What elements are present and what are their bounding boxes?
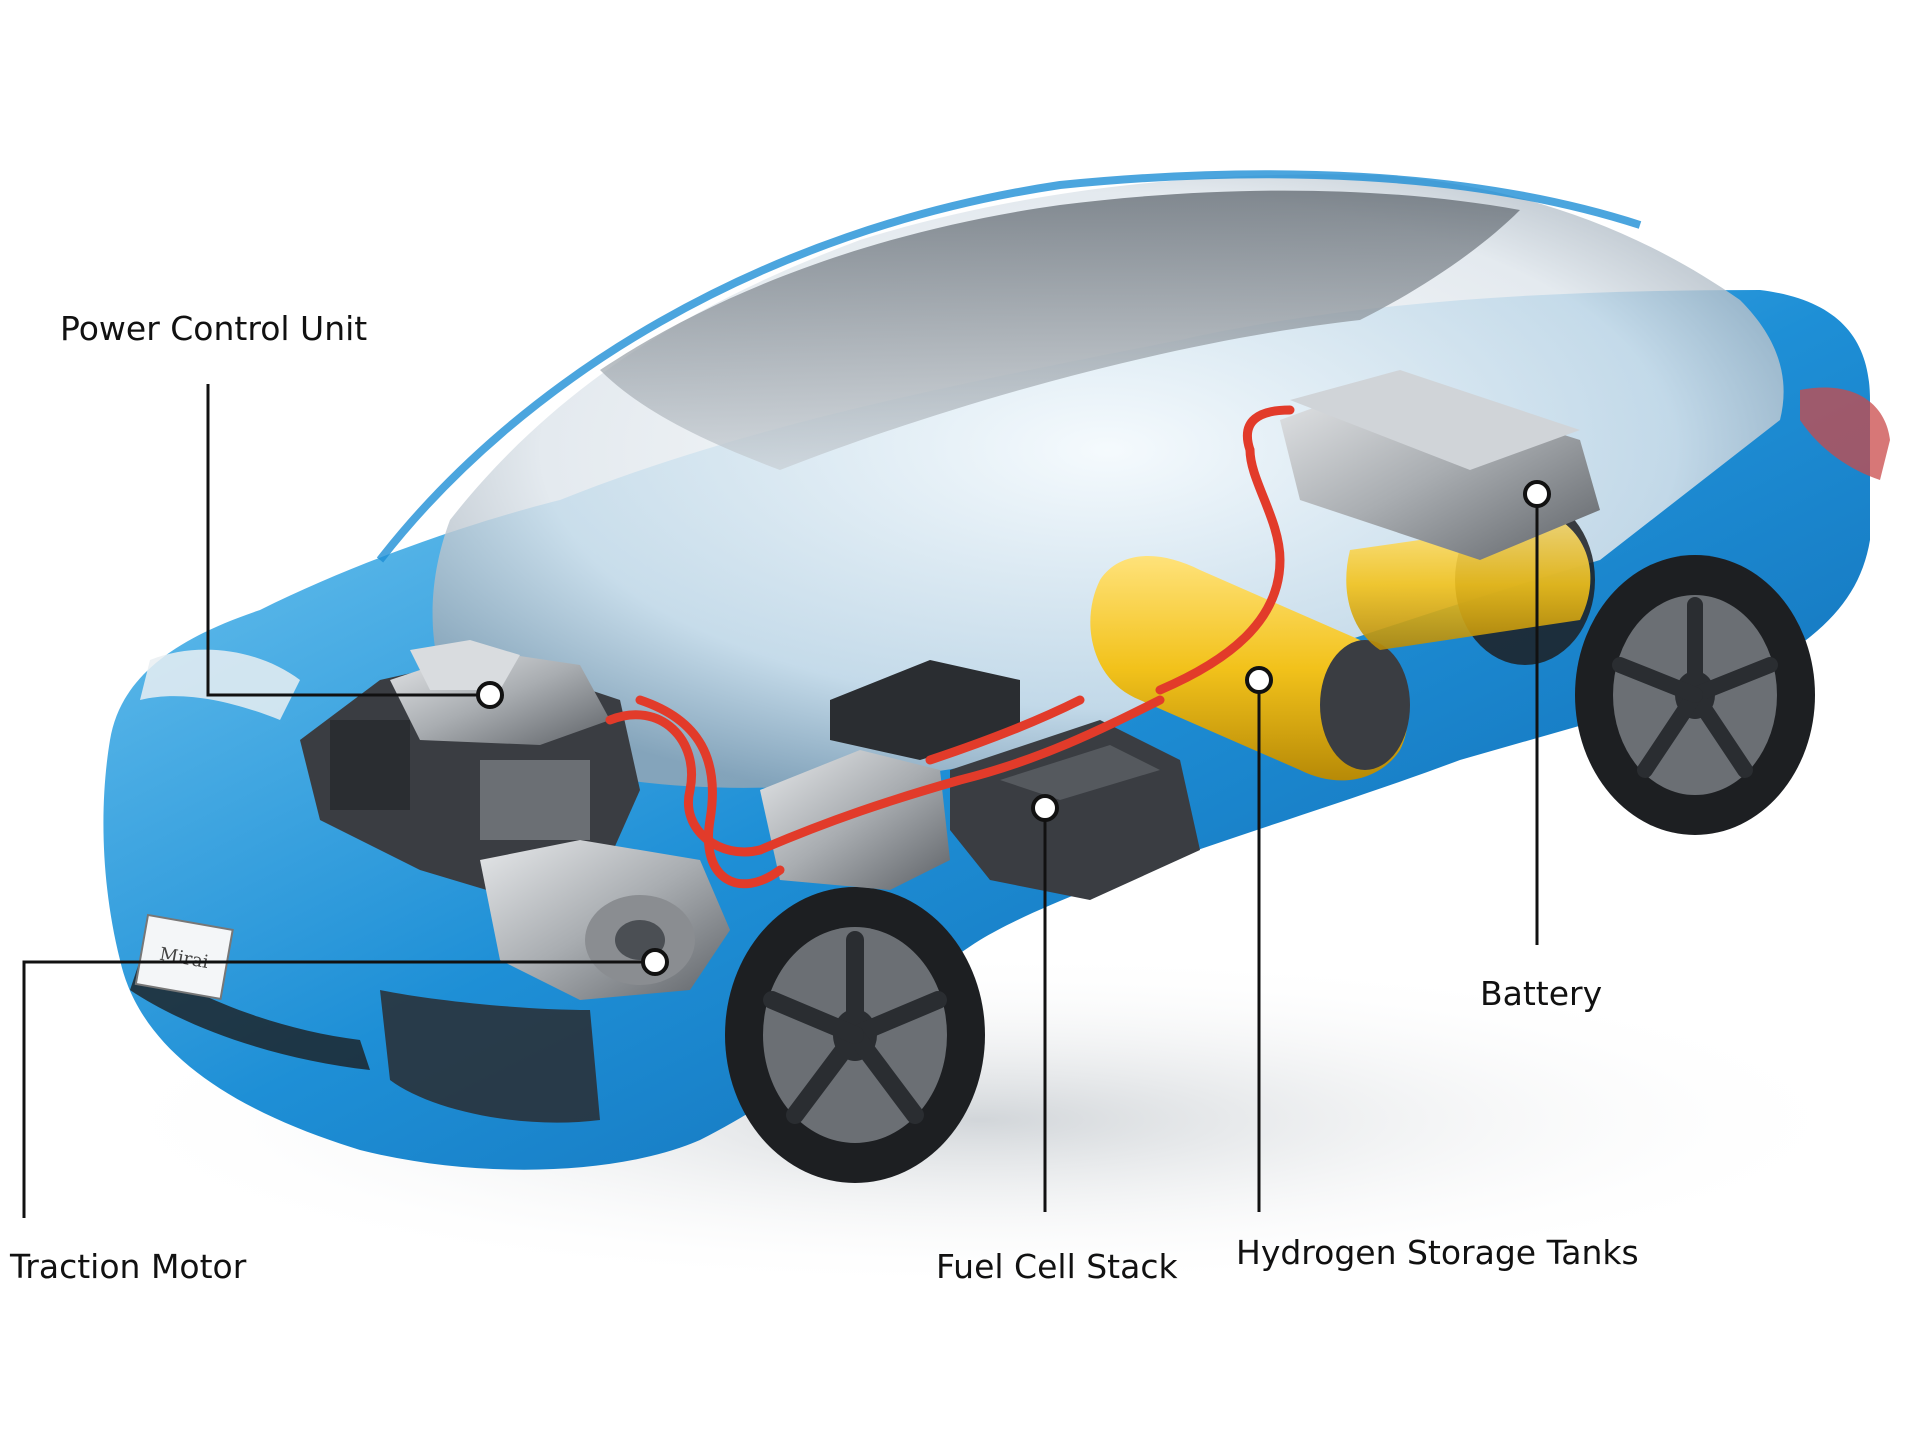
label-hydrogen-storage-tanks: Hydrogen Storage Tanks: [1236, 1233, 1639, 1272]
roof-outline: [376, 170, 1642, 563]
callout-markers: [476, 480, 1551, 976]
marker-hydrogen-storage-tanks: [1245, 666, 1273, 694]
high-voltage-cables: [605, 405, 1295, 889]
label-power-control-unit: Power Control Unit: [60, 309, 368, 348]
car-roof: [600, 190, 1520, 470]
headlight: [140, 649, 300, 720]
marker-power-control-unit: [476, 681, 504, 709]
label-traction-motor: Traction Motor: [10, 1247, 247, 1286]
marker-fuel-cell-stack: [1031, 794, 1059, 822]
label-fuel-cell-stack: Fuel Cell Stack: [936, 1247, 1178, 1286]
leader-lines: [22, 384, 1539, 1218]
license-plate: Mirai: [134, 913, 234, 1001]
front-grille: [380, 990, 600, 1123]
boost-converter: [760, 750, 950, 890]
marker-battery: [1523, 480, 1551, 508]
front-wheel: [725, 887, 985, 1183]
hydrogen-tank: [1090, 556, 1410, 781]
leader-line-traction-motor: [22, 960, 655, 1218]
battery-pack: [1280, 370, 1600, 560]
front-lower-intake: [130, 960, 370, 1070]
marker-traction-motor: [641, 948, 669, 976]
rear-wheel: [1575, 555, 1815, 835]
rear-light: [1800, 387, 1890, 480]
label-battery: Battery: [1480, 974, 1603, 1013]
rear-hydrogen-tank: [1346, 520, 1591, 650]
leader-line-power-control-unit: [206, 384, 490, 697]
